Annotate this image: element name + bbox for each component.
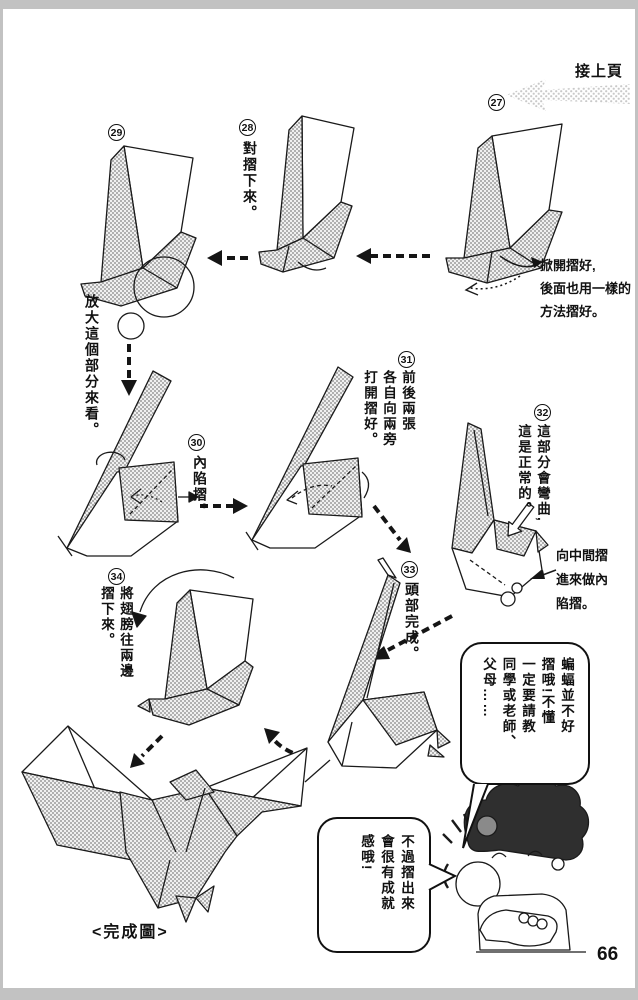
arrow-31-to-32 [372,504,411,553]
arrow-27-to-28 [356,248,430,264]
arrow-zoom-down [121,344,137,396]
speech-bubble-advice: 蝙蝠並不好 摺哦!不懂 一定要請教 同學或老師、 父母…… [460,642,590,785]
step-29-badge: 29 [108,124,125,141]
step-27-badge: 27 [488,94,505,111]
speech-bubble-encourage-text: 不過摺出來 會很有成就 感哦! [359,834,414,912]
page-number: 66 [597,944,619,965]
step-30-label: 內陷摺。 [192,455,208,519]
step-31-label: 前後兩張 各自向兩旁 打開摺好。 [362,370,415,448]
figure-step-30 [57,370,199,557]
continued-arrow-icon [506,79,630,111]
note-arrow-27 [464,255,543,296]
step-27-note: 掀開摺好, 後面也用一樣的 方法摺好。 [540,258,632,319]
figure-step-32 [451,422,549,607]
step-28-label: 對摺下來。 [242,141,258,221]
figure-step-28 [258,115,355,273]
step-32-label: 這部分會彎曲, 這是正常的。 [516,424,550,523]
arrow-34-to-final [130,734,164,768]
arrow-28-to-29 [207,250,248,266]
figure-step-33 [304,557,451,783]
figure-step-31 [245,366,370,551]
step-33-label: 頭部完成。 [404,582,420,662]
step-34-label: 將翅膀往兩邊 摺下來。 [99,586,133,679]
step-31-badge: 31 [398,351,415,368]
step-29-zoom-note: 放大這個部分來看。 [84,294,100,438]
bubble-tail-down [462,783,489,849]
step-32-note: 向中間摺 進來做內 陷摺。 [556,548,609,611]
step-28-badge: 28 [239,119,256,136]
figure-step-27 [445,123,563,284]
continued-label: 接上頁 [575,63,624,80]
step-32-badge: 32 [534,404,551,421]
figure-finished-bat [21,725,308,923]
step-34-badge: 34 [108,568,125,585]
step-33-badge: 33 [401,561,418,578]
figure-step-34 [131,569,254,726]
magnify-circles [117,256,195,340]
arrow-30-to-31 [200,498,248,514]
arrow-note-32 [530,569,557,579]
speech-bubble-advice-text: 蝙蝠並不好 摺哦!不懂 一定要請教 同學或老師、 父母…… [481,657,574,750]
hollow-arrow-icon [507,502,535,537]
completed-figure-label: <完成圖> [92,924,169,941]
boy-character [455,777,590,953]
step-30-badge: 30 [188,434,205,451]
figure-step-29 [80,145,197,340]
bubble-tail-right [428,863,458,891]
